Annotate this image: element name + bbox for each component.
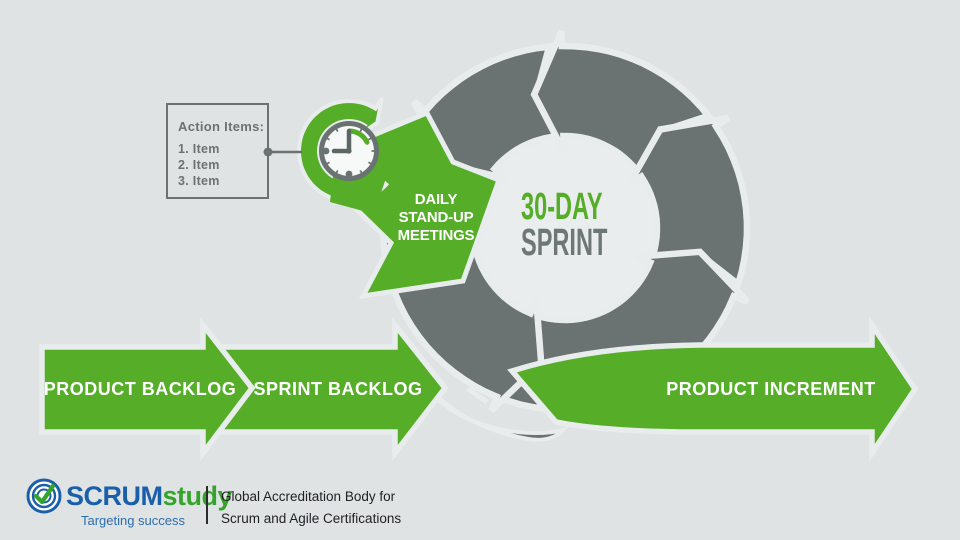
sprint-duration-text: 30-DAY — [521, 184, 603, 227]
brand-tagline: Targeting success — [80, 513, 186, 528]
svg-text:DAILY: DAILY — [415, 191, 458, 208]
sprint-cycle-segment — [625, 114, 751, 290]
wordmark-study: study — [162, 481, 233, 511]
scrum-process-diagram: 30-DAY SPRINT PRODUCT BACKLOG SPRINT BAC… — [39, 29, 919, 463]
product-increment-label: PRODUCT INCREMENT — [666, 379, 876, 399]
checkmark-icon — [33, 483, 56, 505]
accreditation-line2: Scrum and Agile Certifications — [221, 511, 402, 526]
footer-divider — [206, 486, 208, 524]
product-increment-arrow — [507, 315, 919, 463]
action-item: 2. Item — [178, 158, 220, 172]
clock-icon — [319, 121, 379, 181]
action-items-box — [166, 103, 269, 199]
sprint-center-label: 30-DAY SPRINT — [521, 184, 607, 263]
accreditation-line1: Global Accreditation Body for — [221, 489, 396, 504]
scrumstudy-logo-icon — [26, 478, 62, 514]
sprint-backlog-label: SPRINT BACKLOG — [254, 379, 423, 399]
wordmark-scrum: SCRUM — [66, 481, 163, 511]
svg-text:MEETINGS: MEETINGS — [398, 227, 475, 244]
action-item: 1. Item — [178, 142, 220, 156]
sprint-cycle-segment — [530, 29, 714, 177]
sprint-center-disc — [468, 131, 662, 325]
accreditation-text: Global Accreditation Body for Scrum and … — [221, 486, 401, 530]
action-items-title: Action Items: — [178, 119, 264, 134]
daily-standup-label: DAILY STAND-UP MEETINGS — [398, 191, 475, 244]
scrumstudy-wordmark: SCRUMstudy — [66, 481, 233, 512]
svg-text:STAND-UP: STAND-UP — [399, 209, 474, 226]
sprint-backlog-arrow — [210, 317, 449, 462]
action-items-callout: Action Items: 1. Item 2. Item 3. Item — [166, 103, 302, 199]
product-backlog-label: PRODUCT BACKLOG — [44, 379, 237, 399]
sprint-word-text: SPRINT — [521, 220, 607, 263]
action-item: 3. Item — [178, 174, 220, 188]
footer-brand-bar: SCRUMstudy Targeting success Global Accr… — [0, 470, 960, 540]
product-backlog-arrow — [39, 316, 256, 462]
